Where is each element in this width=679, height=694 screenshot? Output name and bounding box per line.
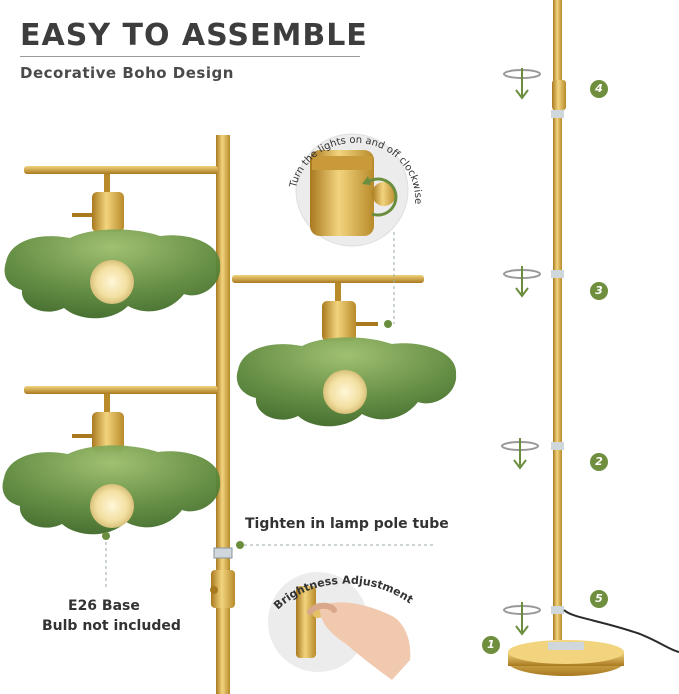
rotate-arrow-2 <box>501 438 539 470</box>
step-badge-5: 5 <box>590 590 608 608</box>
leaf-shade-middle <box>236 337 457 427</box>
switch-note-arc: Turn the lights on and off clockwise <box>288 135 423 205</box>
joint-1 <box>551 606 564 614</box>
step-badge-1: 1 <box>482 636 500 654</box>
tighten-note: Tighten in lamp pole tube <box>245 516 449 532</box>
joint-2 <box>551 442 564 450</box>
svg-text:Brightness Adjustment: Brightness Adjustment <box>271 574 415 613</box>
bulb-base-label: E26 Base <box>68 598 140 614</box>
step-badge-2: 2 <box>590 453 608 471</box>
rotate-arrow-3 <box>503 266 541 298</box>
step-badge-3: 3 <box>590 282 608 300</box>
rotate-arrow-4 <box>503 68 541 100</box>
svg-text:Turn the lights on and off clo: Turn the lights on and off clockwise <box>288 135 423 205</box>
assembly-dimmer <box>552 80 566 110</box>
page-title: EASY TO ASSEMBLE <box>20 18 368 53</box>
joint-3 <box>551 270 564 278</box>
leaf-shade-top <box>4 229 221 319</box>
lamp-socket-top <box>72 174 124 232</box>
brightness-note: Brightness Adjustment <box>271 574 415 613</box>
lamp-arm-bottom <box>24 386 218 394</box>
lamp-socket-bottom <box>72 394 124 452</box>
joint-4 <box>551 110 564 118</box>
lamp-socket-middle <box>322 283 378 341</box>
brightness-note-arc: Brightness Adjustment <box>271 574 415 613</box>
title-divider <box>20 56 360 57</box>
bulb-note-label: Bulb not included <box>42 618 181 634</box>
page-subtitle: Decorative Boho Design <box>20 64 234 82</box>
pole-dimmer-knob <box>210 570 235 608</box>
pole-joint <box>213 547 233 559</box>
brightness-closeup <box>268 572 411 680</box>
step-badge-4: 4 <box>590 80 608 98</box>
lamp-main-pole <box>216 135 230 694</box>
switch-closeup <box>295 133 409 247</box>
switch-note: Turn the lights on and off clockwise <box>288 135 423 205</box>
rotate-arrow-1 <box>503 602 541 636</box>
lamp-arm-top <box>24 166 218 174</box>
assembly-pole <box>553 0 562 640</box>
leaf-shade-bottom <box>2 445 221 535</box>
lamp-arm-middle <box>232 275 424 283</box>
